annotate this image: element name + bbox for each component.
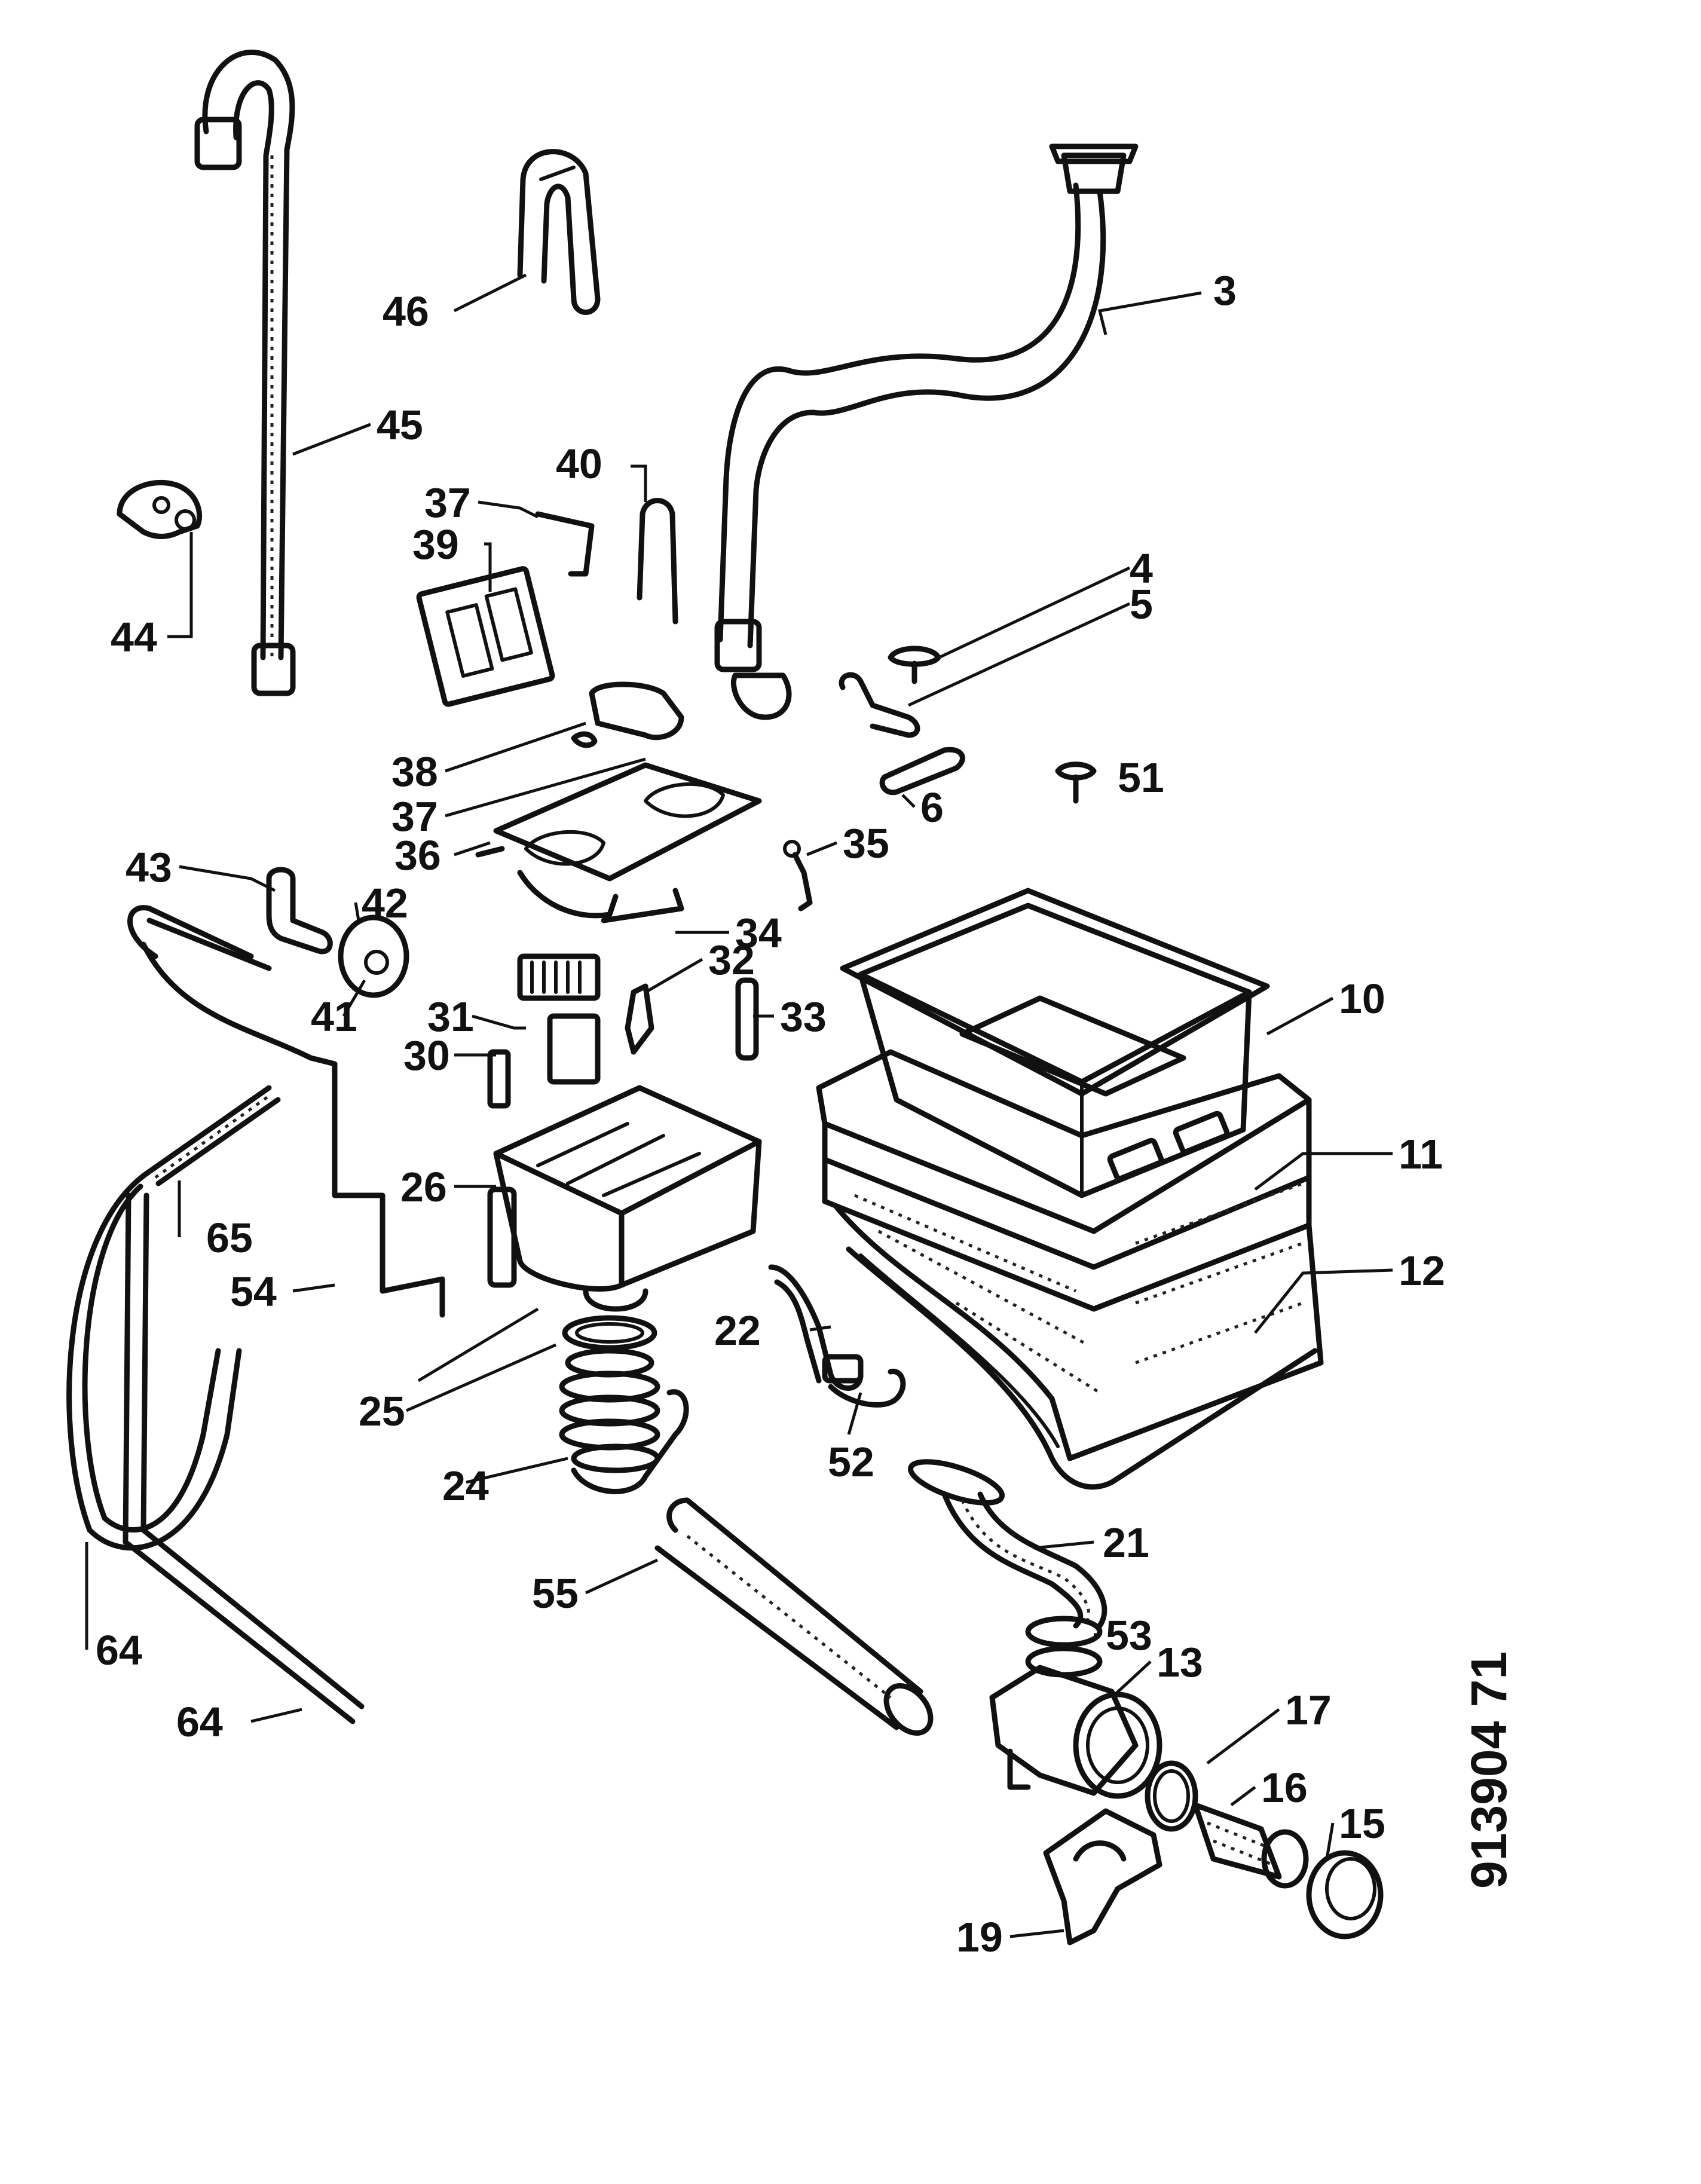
- part-4-screw: [888, 646, 941, 684]
- callout-38: 38: [391, 748, 438, 795]
- part-12-tub-gasket: [846, 1246, 1318, 1490]
- callout-37-lower: 37: [391, 793, 438, 840]
- document-code: 913904 71: [1461, 1651, 1517, 1889]
- callout-6: 6: [920, 784, 944, 831]
- part-25-ring: [562, 1315, 657, 1351]
- part-64-hose-curved: [66, 1169, 242, 1551]
- part-36-dispenser-top: [475, 762, 762, 919]
- callout-16: 16: [1261, 1764, 1308, 1811]
- callout-3: 3: [1213, 267, 1237, 314]
- callout-64-lower: 64: [176, 1699, 223, 1745]
- callout-43: 43: [126, 844, 172, 891]
- callout-10: 10: [1339, 975, 1385, 1022]
- callout-30: 30: [403, 1032, 450, 1079]
- leader-lines: [85, 273, 1393, 1938]
- callout-35: 35: [843, 820, 889, 867]
- callout-13: 13: [1157, 1639, 1203, 1686]
- part-22-small-hose: [768, 1264, 864, 1391]
- part-31-solenoid-valve: [517, 953, 601, 1085]
- callout-17: 17: [1285, 1687, 1332, 1733]
- part-32-lever: [625, 983, 654, 1055]
- part-19-pump-cover: [1043, 1808, 1162, 1946]
- part-34-rod: [601, 888, 684, 923]
- part-17-seal-ring: [1145, 1760, 1198, 1832]
- callout-65: 65: [206, 1215, 253, 1261]
- part-33-pin: [735, 977, 759, 1061]
- callout-55: 55: [532, 1570, 579, 1617]
- part-52-elbow: [828, 1369, 906, 1408]
- callout-11: 11: [1399, 1131, 1443, 1177]
- callout-4: 4: [1130, 545, 1153, 592]
- callout-31: 31: [427, 993, 474, 1040]
- callout-33: 33: [780, 993, 827, 1040]
- part-46-hose-hook: [517, 149, 601, 315]
- part-5-lever: [839, 672, 920, 738]
- callout-41: 41: [311, 993, 357, 1040]
- callout-39: 39: [412, 521, 459, 568]
- part-13-pump-housing: [989, 1665, 1162, 1799]
- part-45-drain-hose: [194, 50, 296, 696]
- callout-34: 34: [735, 910, 782, 956]
- callout-21: 21: [1103, 1519, 1149, 1566]
- callout-32: 32: [708, 937, 755, 983]
- part-16-pump-filter: [1192, 1802, 1309, 1889]
- callout-labels: 46 3 45 40 37 39 44 4 5 51 6 38 37 36 35…: [96, 267, 1445, 1960]
- callout-37-upper: 37: [424, 479, 471, 526]
- callout-44: 44: [111, 614, 157, 660]
- callout-36: 36: [394, 832, 441, 879]
- part-38-cover: [571, 681, 684, 748]
- part-42-flange: [338, 914, 409, 998]
- part-64-hose-straight: [123, 1192, 365, 1724]
- part-54-pipe: [127, 905, 445, 1318]
- callout-42: 42: [362, 880, 408, 926]
- part-44-clip: [117, 479, 203, 539]
- callout-51: 51: [1118, 754, 1164, 801]
- part-15-filter-cap: [1306, 1850, 1384, 1940]
- part-11-outer-tub: [816, 1049, 1324, 1461]
- callout-46: 46: [383, 288, 429, 335]
- callout-40: 40: [556, 441, 602, 487]
- part-43-elbow: [266, 867, 333, 955]
- callout-53: 53: [1106, 1612, 1152, 1659]
- callout-26: 26: [400, 1164, 447, 1210]
- callout-64-upper: 64: [96, 1627, 142, 1674]
- callout-19: 19: [956, 1914, 1003, 1960]
- callout-5: 5: [1130, 581, 1153, 628]
- callout-12: 12: [1399, 1247, 1445, 1294]
- part-24-bellows: [559, 1348, 689, 1494]
- callout-15: 15: [1339, 1800, 1385, 1847]
- callout-45: 45: [377, 402, 423, 448]
- part-35-clip: [783, 840, 813, 911]
- part-6-bracket: [879, 747, 965, 796]
- callout-24: 24: [442, 1463, 489, 1509]
- callout-25: 25: [359, 1388, 405, 1434]
- part-10-inner-basket: [840, 888, 1270, 1198]
- part-26-dispenser-box: [487, 1085, 762, 1312]
- part-40-u-wire: [637, 498, 678, 625]
- part-21-tub-hose: [908, 1459, 1108, 1629]
- part-65-spring: [146, 1085, 281, 1186]
- callout-22: 22: [714, 1307, 761, 1354]
- part-30-pin: [487, 1049, 511, 1109]
- part-39-valve-plate: [416, 566, 555, 707]
- part-37-clip-upper: [535, 511, 595, 577]
- part-55-tube: [654, 1497, 934, 1736]
- part-3-inlet-hose: [714, 143, 1139, 720]
- callout-54: 54: [230, 1268, 277, 1315]
- callout-52: 52: [828, 1439, 874, 1485]
- part-51-screw: [1055, 761, 1097, 804]
